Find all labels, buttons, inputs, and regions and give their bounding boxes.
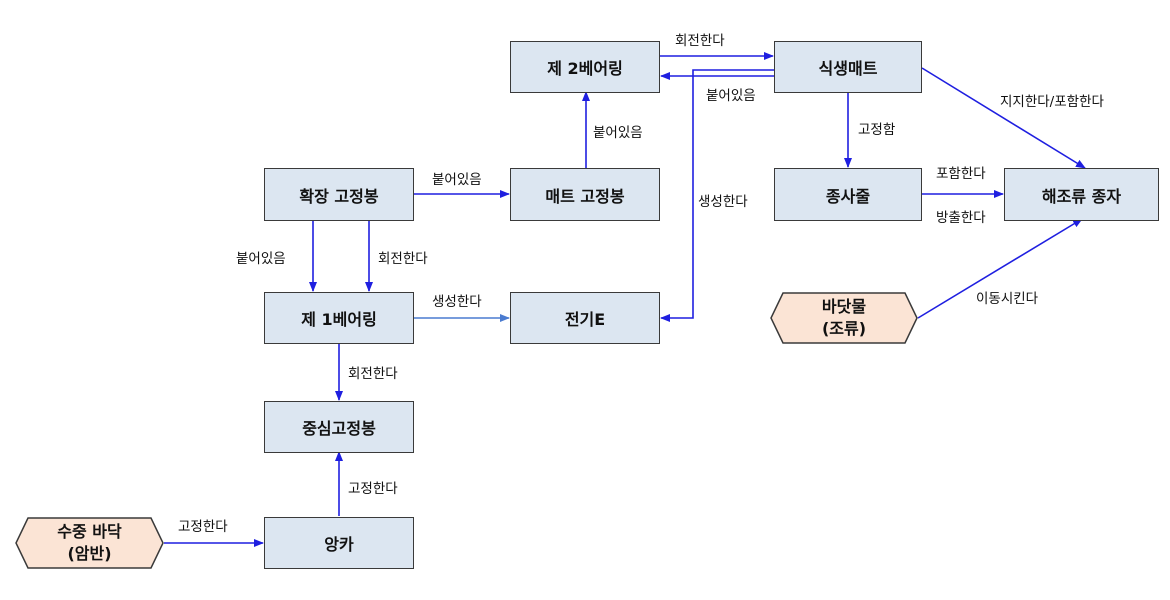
node-algae-spore: 해조류 종자 [1004,168,1159,221]
node-seed-rope: 종사줄 [774,168,922,221]
edge-vegmat-to-spore [921,67,1086,169]
node-vegetation-mat: 식생매트 [774,41,922,93]
node-mat-pin: 매트 고정봉 [510,168,660,221]
label-generate-mat-elec: 생성한다 [698,194,748,210]
node-seabed-floor-label: 수중 바닥 (암반) [57,522,122,563]
node-electricity: 전기E [510,292,660,344]
label-release-rope-spore: 방출한다 [936,210,986,226]
node-bearing1: 제 1베어링 [264,292,414,344]
label-move-water-spore: 이동시킨다 [976,291,1039,307]
label-attached-extpin-matpin: 붙어있음 [432,172,482,188]
label-rotate-extpin-bearing1: 회전한다 [378,251,428,267]
node-seawater: 바닷물 (조류) [770,292,918,344]
node-bearing2: 제 2베어링 [510,41,660,93]
label-attached-mat-bearing2: 붙어있음 [706,88,756,104]
label-support-mat-spore: 지지한다/포함한다 [1000,94,1104,110]
label-fixed-anchor-center: 고정한다 [348,481,398,497]
label-contain-rope-spore: 포함한다 [936,166,986,182]
label-attached-extpin-bearing1: 붙어있음 [236,251,286,267]
label-rotate-bearing1-center: 회전한다 [348,366,398,382]
edge-vegmat-to-elec [660,69,774,322]
node-anchor: 앙카 [264,517,414,569]
node-center-pin: 중심고정봉 [264,401,414,453]
node-seabed-floor: 수중 바닥 (암반) [15,517,164,569]
label-fixed-floor-anchor: 고정한다 [178,519,228,535]
label-fixed-mat-rope: 고정함 [858,122,896,138]
label-rotate-bearing2-mat: 회전한다 [675,33,725,49]
node-extension-pin: 확장 고정봉 [264,168,414,221]
edge-water-to-spore [917,218,1083,319]
label-generate-bearing1-elec: 생성한다 [432,294,482,310]
node-seawater-label: 바닷물 (조류) [821,297,867,338]
label-attached-matpin-bearing2: 붙어있음 [593,125,643,141]
